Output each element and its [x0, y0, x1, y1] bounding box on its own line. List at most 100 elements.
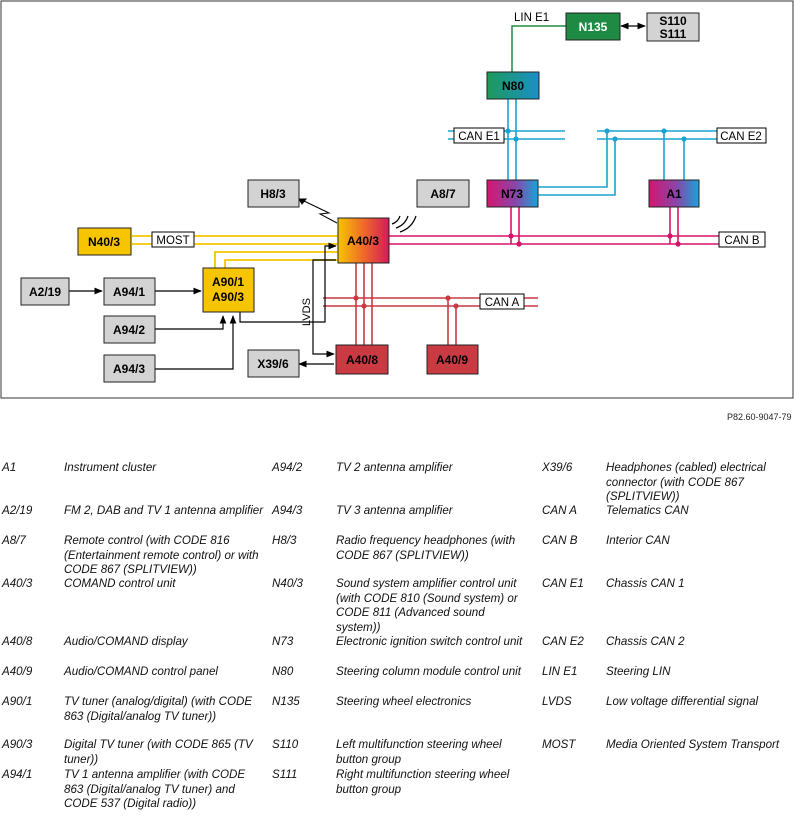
legend-description: Instrument cluster: [64, 461, 157, 474]
legend-code: CAN B: [542, 534, 578, 547]
can-b-bus: [389, 207, 765, 245]
legend-description: Telematics CAN: [606, 504, 689, 517]
node-a40-3[interactable]: A40/3: [337, 217, 390, 264]
svg-text:N40/3: N40/3: [88, 235, 120, 249]
svg-text:N135: N135: [579, 20, 608, 34]
legend-description: Low voltage differential signal: [606, 695, 759, 708]
legend-code: A90/3: [2, 738, 33, 751]
wireless-h8-3-icon: [298, 198, 338, 224]
most-label: MOST: [151, 231, 195, 248]
legend-description: Media Oriented System Transport: [606, 738, 780, 751]
legend-description: Interior CAN: [606, 534, 670, 547]
can-e-junctions: [505, 128, 687, 142]
svg-text:CAN E2: CAN E2: [720, 131, 762, 143]
network-topology-diagram: LIN E1: [0, 0, 794, 399]
legend-description: Audio/COMAND display: [64, 635, 188, 648]
legend-code: LIN E1: [542, 665, 578, 678]
node-a94-1[interactable]: A94/1: [103, 277, 156, 306]
legend-code: N40/3: [272, 577, 303, 590]
svg-text:MOST: MOST: [156, 235, 189, 247]
svg-text:A1: A1: [666, 187, 682, 201]
legend-code: S111: [272, 768, 298, 781]
figure-reference: P82.60-9047-79: [727, 412, 792, 422]
node-n73[interactable]: N73: [486, 179, 539, 208]
svg-text:A94/1: A94/1: [113, 285, 145, 299]
signal-arrows: [69, 242, 337, 370]
svg-text:A40/3: A40/3: [347, 234, 379, 248]
node-h8-3[interactable]: H8/3: [247, 179, 300, 208]
node-a8-7[interactable]: A8/7: [416, 179, 470, 208]
svg-text:A94/2: A94/2: [113, 323, 145, 337]
legend-description: Steering column module control unit: [336, 665, 521, 678]
node-n135[interactable]: N135: [565, 12, 621, 41]
node-s110-s111[interactable]: S110 S111: [646, 12, 700, 42]
legend-code: A40/3: [2, 577, 33, 590]
can-a-junctions: [353, 295, 459, 309]
svg-text:X39/6: X39/6: [257, 357, 289, 371]
svg-text:A90/1: A90/1: [212, 275, 244, 289]
node-a40-8[interactable]: A40/8: [335, 344, 389, 375]
wireless-a8-7-icon: [391, 215, 417, 233]
legend-code: CAN E1: [542, 577, 584, 590]
legend-code: MOST: [542, 738, 576, 751]
legend-code: A1: [2, 461, 17, 474]
svg-text:S111: S111: [660, 27, 687, 41]
legend-code: A8/7: [2, 534, 26, 547]
svg-text:S110: S110: [659, 14, 687, 28]
legend-description: Right multifunction steering wheel butto…: [336, 768, 510, 796]
legend-code: A94/2: [272, 461, 303, 474]
legend-description: Chassis CAN 1: [606, 577, 685, 590]
legend-description: Remote control (with CODE 816 (Entertain…: [64, 534, 259, 576]
svg-text:A40/9: A40/9: [436, 353, 468, 367]
svg-text:N73: N73: [501, 187, 523, 201]
can-a-label: CAN A: [479, 293, 525, 310]
legend-code: CAN A: [542, 504, 578, 517]
legend-code: A40/8: [2, 635, 33, 648]
legend-description: Steering LIN: [606, 665, 671, 678]
legend-description: TV 1 antenna amplifier (with CODE 863 (D…: [64, 768, 246, 810]
legend-code: N135: [272, 695, 300, 708]
legend-description: TV 3 antenna amplifier: [336, 504, 453, 517]
node-x39-6[interactable]: X39/6: [247, 349, 300, 378]
node-a1[interactable]: A1: [648, 179, 700, 208]
svg-text:A94/3: A94/3: [113, 362, 145, 376]
svg-text:CAN A: CAN A: [485, 297, 520, 309]
node-a94-3[interactable]: A94/3: [103, 354, 156, 383]
svg-text:A40/8: A40/8: [346, 353, 378, 367]
svg-text:CAN B: CAN B: [724, 235, 759, 247]
legend-description: Digital TV tuner (with CODE 865 (TV tune…: [64, 738, 253, 766]
node-a2-19[interactable]: A2/19: [20, 277, 70, 306]
svg-text:A90/3: A90/3: [212, 290, 244, 304]
node-a94-2[interactable]: A94/2: [103, 315, 156, 344]
node-n80[interactable]: N80: [486, 71, 540, 100]
legend-code: N80: [272, 665, 294, 678]
legend-description: TV 2 antenna amplifier: [336, 461, 453, 474]
legend-code: X39/6: [542, 461, 573, 474]
legend-code: A2/19: [2, 504, 33, 517]
node-a40-9[interactable]: A40/9: [426, 344, 479, 375]
svg-text:A8/7: A8/7: [430, 187, 456, 201]
can-b-junctions: [508, 233, 681, 247]
legend-description: Audio/COMAND control panel: [64, 665, 219, 678]
legend-description: TV tuner (analog/digital) (with CODE 863…: [64, 695, 253, 723]
svg-text:CAN E1: CAN E1: [458, 131, 500, 143]
legend-description: Headphones (cabled) electrical connector…: [606, 461, 766, 503]
legend-code: A90/1: [2, 695, 33, 708]
node-a90-1-a90-3[interactable]: A90/1 A90/3: [202, 267, 255, 313]
svg-text:A2/19: A2/19: [29, 285, 61, 299]
svg-text:H8/3: H8/3: [260, 187, 286, 201]
legend-description: Steering wheel electronics: [336, 695, 472, 708]
legend-description: Electronic ignition switch control unit: [336, 635, 523, 648]
svg-text:N80: N80: [502, 79, 524, 93]
legend-description: COMAND control unit: [64, 577, 176, 590]
lvds-label: LVDS: [301, 298, 313, 326]
legend-code: N73: [272, 635, 294, 648]
legend-code: CAN E2: [542, 635, 584, 648]
lin-e1-bus: [511, 25, 566, 72]
legend-code: A94/3: [272, 504, 303, 517]
can-b-label: CAN B: [718, 231, 766, 248]
node-n40-3[interactable]: N40/3: [77, 227, 132, 256]
legend-description: Radio frequency headphones (with CODE 86…: [336, 534, 516, 562]
legend-description: Left multifunction steering wheel button…: [336, 738, 502, 766]
